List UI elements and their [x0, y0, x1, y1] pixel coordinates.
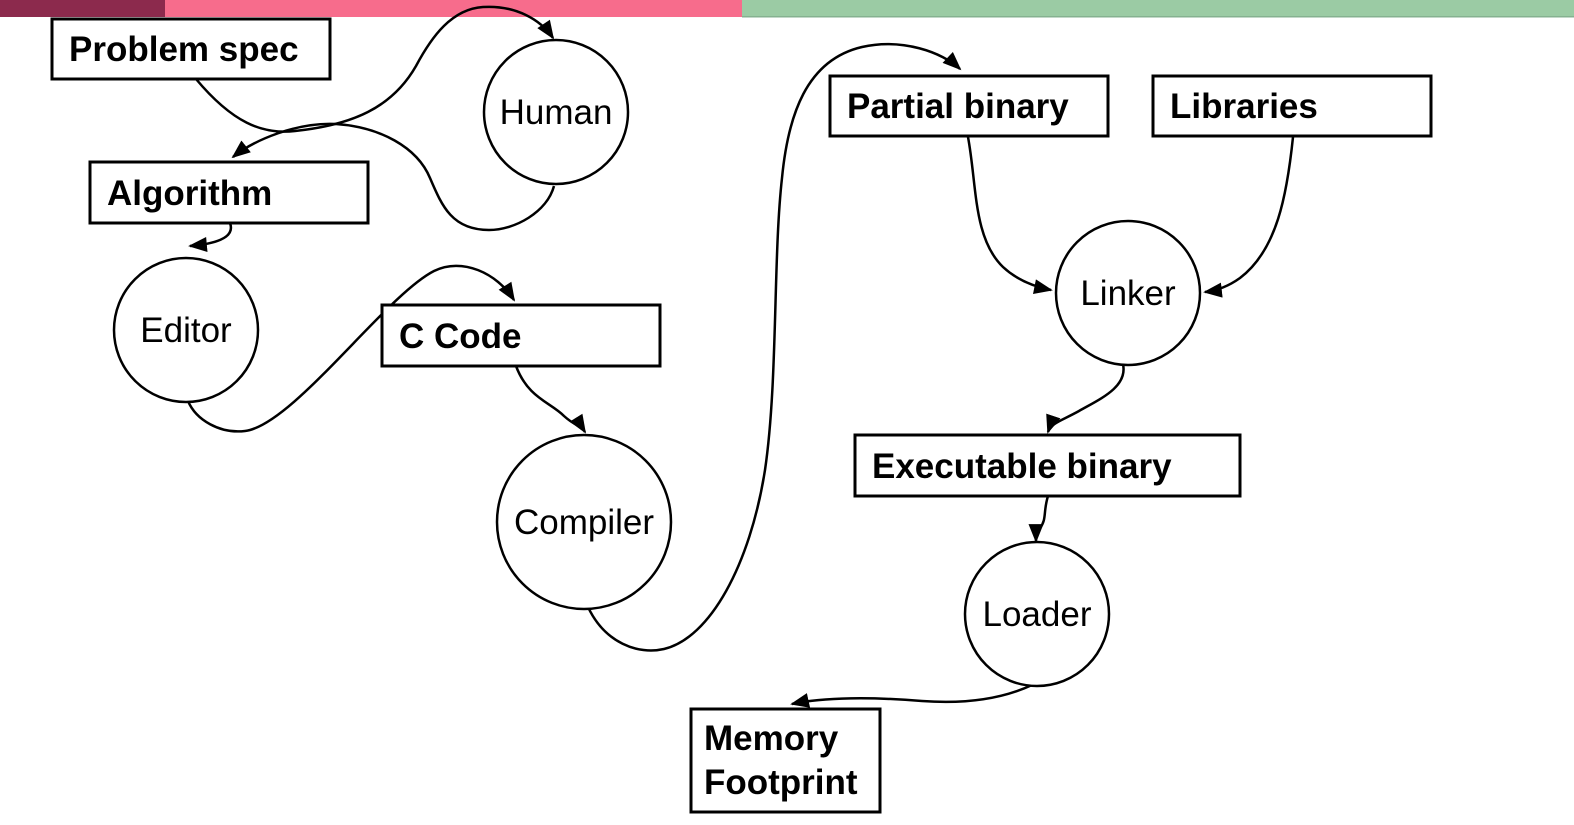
arrow-compiler-to-partial-binary — [586, 43, 962, 652]
node-human: Human — [482, 38, 630, 186]
header-bar-green-edge — [742, 16, 1574, 18]
partial-binary-box — [828, 74, 1110, 138]
header-bar-green-segment — [742, 0, 1574, 16]
compiler-label: Compiler — [514, 503, 654, 542]
human-label: Human — [500, 93, 613, 132]
node-compiler: Compiler — [495, 433, 673, 611]
problem-spec-box — [50, 17, 332, 81]
editor-circle — [112, 256, 260, 404]
arrow-algorithm-to-editor — [188, 222, 233, 252]
node-algorithm: Algorithm — [88, 160, 370, 225]
arrow-libraries-to-linker — [1203, 136, 1295, 298]
arrow-c-code-to-compiler — [514, 365, 587, 434]
header-bar-pink-segment — [165, 0, 742, 17]
executable-binary-box — [853, 433, 1242, 498]
editor-label: Editor — [140, 311, 232, 350]
loader-circle — [963, 540, 1111, 688]
human-circle — [482, 38, 630, 186]
node-memory-footprint: Memory Footprint — [689, 707, 882, 814]
executable-binary-label: Executable binary — [872, 447, 1172, 486]
arrow-linker-to-executable-binary — [1046, 363, 1125, 434]
arrow-loader-to-memory-footprint — [790, 683, 1033, 708]
arrow-partial-binary-to-linker — [966, 136, 1053, 295]
partial-binary-label: Partial binary — [847, 87, 1069, 126]
node-editor: Editor — [112, 256, 260, 404]
node-linker: Linker — [1054, 219, 1202, 367]
node-partial-binary: Partial binary — [828, 74, 1110, 138]
loader-label: Loader — [983, 595, 1092, 634]
libraries-box — [1151, 74, 1433, 138]
c-code-box — [380, 303, 662, 368]
problem-spec-label: Problem spec — [69, 30, 299, 69]
linker-circle — [1054, 219, 1202, 367]
c-code-label: C Code — [399, 317, 522, 356]
node-executable-binary: Executable binary — [853, 433, 1242, 498]
header-accent-bar — [0, 0, 1574, 18]
diagram-circle-nodes: Human Editor Compiler Linker Loader — [112, 38, 1202, 688]
node-libraries: Libraries — [1151, 74, 1433, 138]
diagram-box-nodes: Problem spec Algorithm C Code Partial bi… — [50, 17, 1433, 814]
compiler-circle — [495, 433, 673, 611]
node-problem-spec: Problem spec — [50, 17, 332, 81]
arrow-editor-to-c-code — [186, 264, 516, 433]
linker-label: Linker — [1080, 274, 1176, 313]
libraries-label: Libraries — [1170, 87, 1318, 126]
arrow-human-to-algorithm — [231, 122, 556, 232]
memory-footprint-box — [689, 707, 882, 814]
arrow-executable-binary-to-loader — [1028, 495, 1050, 543]
memory-footprint-label: Memory Footprint — [704, 719, 858, 802]
header-bar-maroon-segment — [0, 0, 165, 17]
arrow-problem-spec-to-human — [195, 5, 555, 133]
node-c-code: C Code — [380, 303, 662, 368]
algorithm-box — [88, 160, 370, 225]
algorithm-label: Algorithm — [107, 174, 272, 213]
node-loader: Loader — [963, 540, 1111, 688]
diagram-edges — [186, 5, 1295, 708]
